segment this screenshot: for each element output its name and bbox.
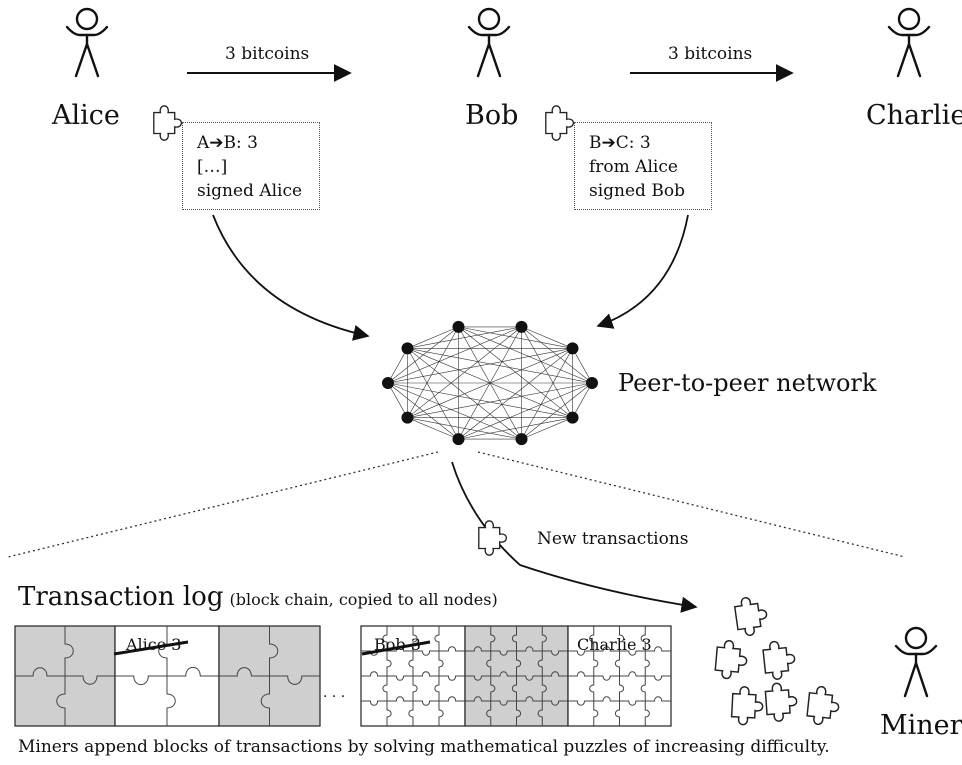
network-node [586, 377, 598, 389]
chain-block-seams [568, 626, 671, 726]
network-edge [458, 326, 573, 418]
network-edge [521, 326, 573, 349]
tx-line: signed Bob [589, 181, 685, 201]
network-edge [387, 348, 408, 384]
network-node [515, 433, 528, 446]
transfer-label-alice-bob: 3 bitcoins [225, 44, 310, 64]
transaction-log-title: Transaction log [18, 582, 224, 612]
arrow-icon-new-transactions [451, 461, 698, 613]
transaction-log-title-row: Transaction log (block chain, copied to a… [18, 582, 498, 612]
network-edge [521, 326, 573, 418]
tx-line: A➔B: 3 [197, 133, 258, 153]
network-edge [407, 326, 459, 418]
network-edge [458, 382, 593, 440]
network-node [566, 342, 579, 355]
tx-line: […] [197, 157, 228, 177]
network-edge [407, 348, 459, 440]
network-label: Peer-to-peer network [618, 369, 877, 397]
new-transactions-label: New transactions [537, 529, 689, 549]
network-edges [387, 326, 593, 440]
chain-block-seams [219, 626, 320, 726]
block-entry-alice: Alice 3 [126, 635, 182, 654]
network-node [401, 411, 414, 424]
network-edge [407, 326, 459, 349]
transaction-box-bob-charlie: B➔C: 3 from Alice signed Bob [574, 122, 712, 210]
network-node [515, 320, 528, 333]
network-edge [407, 417, 459, 440]
network-edge [572, 348, 593, 384]
network-node [452, 320, 465, 333]
chain-block-seams [465, 626, 568, 726]
network-edge [458, 326, 593, 384]
person-icon-bob [467, 7, 511, 78]
network-node [401, 342, 414, 355]
network-edge [521, 348, 573, 440]
arrow-icon-tx1-to-network [212, 214, 370, 341]
tx-line: from Alice [589, 157, 678, 177]
puzzle-piece-icon-new [478, 520, 508, 556]
network-edge [387, 382, 573, 418]
puzzle-pile [713, 594, 842, 728]
network-edge [387, 382, 459, 440]
person-icon-charlie [887, 7, 931, 78]
strike-alice [113, 640, 189, 656]
strike-bob [361, 640, 431, 656]
network-node [566, 411, 579, 424]
network-edge [458, 326, 522, 440]
block-entry-bob: Bob 3 [374, 635, 421, 654]
network-edge [387, 326, 459, 384]
network-edge [407, 348, 522, 440]
zoom-line-left [7, 451, 439, 558]
person-label-charlie: Charlie [866, 100, 962, 131]
network-edge [521, 417, 573, 440]
caption: Miners append blocks of transactions by … [18, 737, 830, 757]
transfer-label-bob-charlie: 3 bitcoins [668, 44, 753, 64]
network-edge [387, 326, 522, 384]
network-edge [572, 382, 593, 418]
network-nodes [382, 320, 598, 446]
network-node [382, 377, 394, 389]
network-edge [458, 326, 573, 349]
person-icon-alice [65, 7, 109, 78]
tx-line: signed Alice [197, 181, 303, 201]
person-label-alice: Alice [52, 100, 120, 131]
arrow-icon-tx2-to-network [596, 214, 689, 329]
chain-ellipsis: · · · [323, 689, 345, 705]
puzzle-piece-icon-bob [545, 105, 575, 141]
chain-block-seams [115, 626, 219, 726]
zoom-line-right [477, 451, 906, 558]
person-label-bob: Bob [465, 100, 519, 131]
network-edge [407, 348, 593, 384]
chain-block-seams [15, 626, 115, 726]
block-chain [14, 625, 672, 727]
network-node [452, 433, 465, 446]
block-entry-charlie: Charlie 3 [577, 635, 652, 654]
network-edge [407, 417, 522, 440]
network-edge [387, 382, 522, 440]
network-edge [387, 382, 408, 418]
person-label-miner: Miner [880, 710, 962, 741]
puzzle-piece-icon-alice [153, 105, 183, 141]
transaction-log-subtitle: (block chain, copied to all nodes) [229, 590, 498, 609]
person-icon-miner [894, 626, 938, 698]
transaction-box-alice-bob: A➔B: 3 […] signed Alice [182, 122, 320, 210]
tx-line: B➔C: 3 [589, 133, 651, 153]
